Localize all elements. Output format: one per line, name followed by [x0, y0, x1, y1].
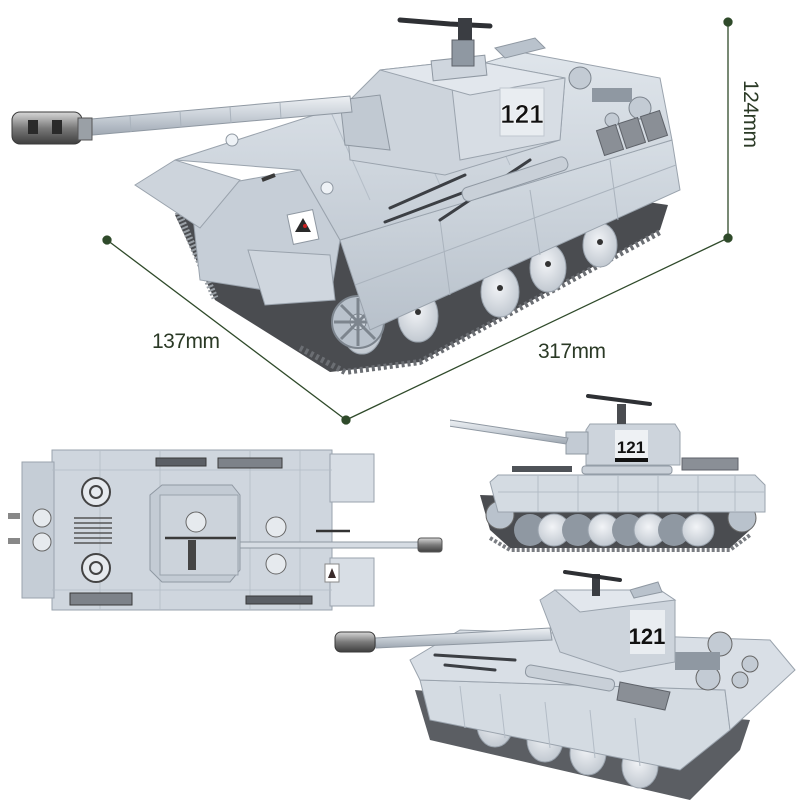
main-tank-illustration: 121	[11, 17, 733, 425]
rear-isometric-view: 121	[330, 560, 800, 800]
rear-view-illustration: 121	[334, 570, 796, 800]
exhausts	[8, 513, 20, 544]
dimension-lines	[102, 17, 733, 425]
side-fender	[247, 249, 336, 306]
main-tank-view: 121 124mm 137mm 317mm	[11, 17, 762, 425]
side-view: 121	[450, 390, 800, 560]
commander-cupola	[397, 17, 546, 67]
engine-grilles	[568, 66, 652, 128]
headlights	[225, 133, 334, 195]
panther-emblem	[286, 209, 320, 245]
main-gun	[11, 95, 353, 145]
top-view-illustration	[8, 449, 443, 611]
dimension-width-label: 137mm	[152, 330, 220, 353]
engine-fans	[81, 477, 111, 583]
dimension-length-label: 317mm	[538, 340, 606, 363]
hull-machine-gun	[261, 173, 276, 182]
side-view-illustration: 121	[450, 394, 766, 552]
muzzle-brake	[11, 111, 83, 145]
spare-tracks	[595, 109, 669, 157]
hull-side-panel-lines	[354, 159, 677, 296]
top-view	[0, 440, 450, 620]
dimension-height-label: 124mm	[739, 80, 762, 148]
rear-hatches	[32, 508, 52, 552]
side-turret-number: 121	[617, 438, 645, 457]
side-road-wheels	[485, 500, 757, 547]
top-view-barrel	[239, 541, 421, 549]
engine-grille	[74, 517, 112, 544]
rear-turret-number: 121	[629, 624, 666, 649]
turret-number: 121	[500, 99, 543, 129]
ammo-belt	[188, 540, 196, 570]
turret-number-plate: 121	[499, 87, 545, 137]
deck-cylinder	[461, 156, 569, 202]
front-fender	[134, 159, 241, 229]
